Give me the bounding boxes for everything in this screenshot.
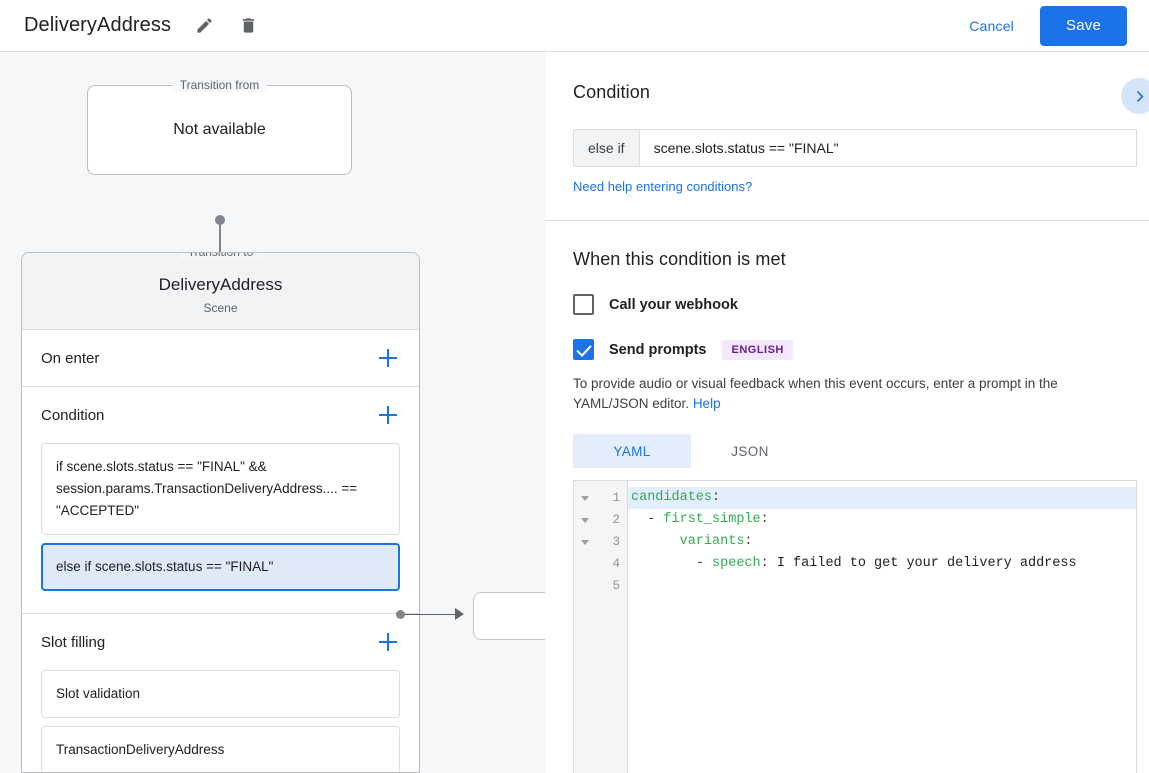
gutter-line: 4 [574,553,627,575]
save-button[interactable]: Save [1040,5,1127,46]
slot-filling-list: Slot validation TransactionDeliveryAddre… [41,670,400,772]
section-condition: Condition if scene.slots.status == "FINA… [22,387,419,614]
condition-output-line [404,613,461,615]
scene-type: Scene [203,301,238,315]
line-number: 5 [612,579,620,593]
fold-triangle-icon[interactable] [581,495,589,501]
condition-prefix-label: else if [574,130,640,166]
gutter-line: 2 [574,509,627,531]
line-number: 4 [612,557,620,571]
code-indent [631,534,680,549]
prompts-description: To provide audio or visual feedback when… [573,374,1121,414]
transition-to-legend: Transition to [179,253,262,259]
fold-triangle-icon[interactable] [581,539,589,545]
code-colon: : [712,490,721,505]
code-colon: : [744,534,753,549]
condition-item[interactable]: if scene.slots.status == "FINAL" && sess… [41,443,400,535]
details-panel: Condition else if Need help entering con… [545,52,1149,773]
code-key: speech [712,556,761,571]
section-title-on-enter: On enter [41,349,100,367]
gutter-line: 3 [574,531,627,553]
when-condition-met-section: When this condition is met Call your web… [545,221,1149,773]
transition-from-legend: Transition from [171,78,268,92]
tab-yaml[interactable]: YAML [573,434,691,468]
section-title-condition: Condition [41,406,105,424]
send-prompts-row[interactable]: Send prompts ENGLISH [573,339,1121,360]
tab-json[interactable]: JSON [731,443,769,459]
transition-to-node: Transition to DeliveryAddress Scene On e… [21,252,420,773]
code-line: - first_simple: [628,509,1136,531]
fold-triangle-icon[interactable] [581,517,589,523]
line-number: 1 [612,491,620,505]
section-header-on-enter: On enter [41,330,400,386]
code-dash: - [647,512,664,527]
editor-format-tabs: YAML JSON [573,434,1121,468]
prompt-code-editor[interactable]: 1 2 3 4 5 [573,480,1137,773]
code-dash: - [695,556,713,571]
trash-icon[interactable] [237,15,259,37]
code-line: candidates: [628,487,1136,509]
code-key: variants [679,534,745,549]
add-condition-button[interactable] [376,403,400,427]
line-number: 3 [612,535,620,549]
condition-heading: Condition [573,82,650,102]
chevron-right-icon[interactable] [1121,78,1149,114]
cancel-button[interactable]: Cancel [955,8,1028,44]
connector-line [219,220,221,266]
transition-from-value: Not available [173,121,266,138]
condition-output-arrow-icon [455,608,464,620]
language-badge: ENGLISH [722,339,793,360]
condition-editor-section: Condition else if Need help entering con… [545,52,1149,221]
code-line [628,575,1136,597]
call-webhook-checkbox[interactable] [573,294,594,315]
scene-name: DeliveryAddress [158,275,283,294]
condition-help-link[interactable]: Need help entering conditions? [573,179,753,194]
pencil-icon[interactable] [193,15,215,37]
webhook-row[interactable]: Call your webhook [573,294,1121,315]
prompts-description-text: To provide audio or visual feedback when… [573,376,1058,411]
send-prompts-checkbox[interactable] [573,339,594,360]
condition-input-row: else if [573,129,1137,167]
code-key: candidates [631,490,713,505]
transition-from-node[interactable]: Transition from Not available [87,78,352,175]
code-value: I failed to get your delivery address [768,556,1077,571]
when-met-heading: When this condition is met [573,249,786,269]
top-app-bar: DeliveryAddress Cancel Save [0,0,1149,52]
section-header-condition: Condition [41,387,400,443]
code-indent [631,556,696,571]
section-slot-filling: Slot filling Slot validation Transaction… [22,614,419,772]
code-line: variants: [628,531,1136,553]
code-indent [631,512,647,527]
section-header-slot-filling: Slot filling [41,614,400,670]
condition-item-selected[interactable]: else if scene.slots.status == "FINAL" [41,543,400,591]
send-prompts-label: Send prompts [609,341,707,358]
gutter-line: 1 [574,487,627,509]
condition-list: if scene.slots.status == "FINAL" && sess… [41,443,400,613]
code-line: - speech: I failed to get your delivery … [628,553,1136,575]
section-on-enter: On enter [22,330,419,387]
condition-output-dot [396,610,405,619]
graph-canvas[interactable]: Transition from Not available Transition… [0,52,545,773]
prompts-help-link[interactable]: Help [692,396,721,411]
code-colon: : [760,556,769,571]
code-key: first_simple [663,512,761,527]
condition-expression-input[interactable] [639,130,1136,166]
editor-code-area[interactable]: candidates: - first_simple: variants: - … [628,481,1136,773]
add-slot-filling-button[interactable] [376,630,400,654]
scene-header[interactable]: DeliveryAddress Scene [22,253,419,330]
line-number: 2 [612,513,620,527]
gutter-line: 5 [574,575,627,597]
call-webhook-label: Call your webhook [609,296,738,313]
add-on-enter-button[interactable] [376,346,400,370]
editor-gutter: 1 2 3 4 5 [574,481,628,773]
page-title: DeliveryAddress [24,14,172,36]
next-node-placeholder[interactable] [473,592,545,640]
code-colon: : [760,512,769,527]
slot-item[interactable]: TransactionDeliveryAddress [41,726,400,772]
section-title-slot-filling: Slot filling [41,633,106,651]
slot-validation-item[interactable]: Slot validation [41,670,400,718]
